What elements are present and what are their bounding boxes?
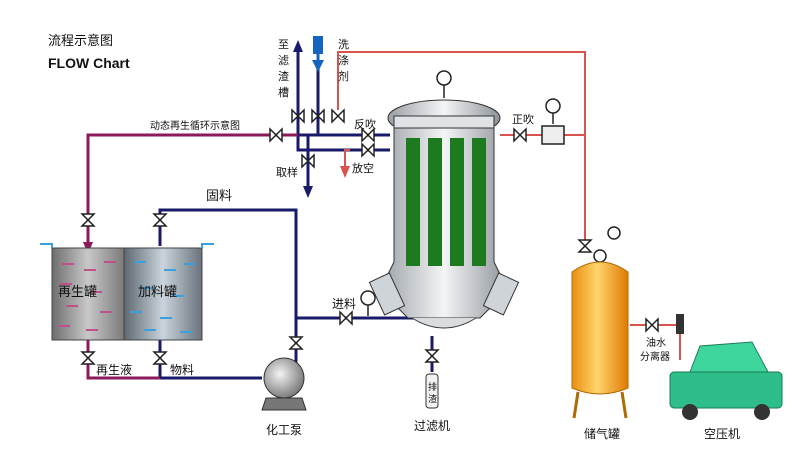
filter-element-4 [472,138,486,266]
svg-text:至: 至 [278,38,289,51]
arrow-vent [340,166,350,178]
svg-text:剂: 剂 [338,69,349,83]
washing-agent-inlet [312,36,324,72]
label-back-blow: 反吹 [354,118,376,131]
label-forward-blow: 正吹 [512,113,534,126]
svg-text:渣: 渣 [278,69,289,83]
regen-tank [51,247,125,341]
label-regen-tank: 再生罐 [58,285,97,300]
tank-rim-left [40,243,53,248]
filter-vessel [368,99,520,409]
title-zh: 流程示意图 [48,33,113,49]
filter-element-2 [428,138,442,266]
label-pump: 化工泵 [266,423,302,437]
title-en: FLOW Chart [48,55,130,71]
pressure-gauges [360,70,621,316]
label-sampling: 取样 [276,165,298,179]
label-air-tank: 储气罐 [584,426,620,441]
filter-element-3 [450,138,464,266]
tank-rim-right [201,243,214,248]
label-oil-water-2: 分离器 [640,350,670,363]
arrow-to-slag-tank [293,40,303,52]
valves [80,108,659,365]
vertical-label-washing-agent: 洗 涤 剂 [338,38,349,83]
label-inlet: 进料 [332,297,356,311]
label-vent: 放空 [352,161,374,175]
label-solid-material: 固料 [206,189,232,204]
discharge-pipe [425,373,439,409]
label-regen-liquid: 再生液 [96,362,132,377]
air-piping [337,51,681,360]
oil-water-separator [676,314,684,334]
filter-element-1 [406,138,420,266]
air-tank [571,261,629,419]
chemical-pump [261,357,307,411]
svg-text:涤: 涤 [338,53,349,67]
label-dynamic-regen: 动态再生循环示意图 [150,119,240,132]
label-filter: 过滤机 [414,419,450,433]
label-discharge-2: 渣 [428,393,437,405]
label-compressor: 空压机 [704,427,740,441]
label-discharge-1: 排 [428,381,437,393]
label-feed-tank: 加料罐 [138,285,177,300]
label-oil-water-1: 油水 [646,336,666,349]
feed-tank [123,247,203,341]
svg-text:槽: 槽 [278,86,289,99]
label-material: 物料 [170,363,194,377]
arrow-sampling [303,186,313,198]
check-valve [541,125,565,145]
svg-text:洗: 洗 [338,38,349,51]
air-compressor [669,341,783,420]
vertical-label-to-slag-tank: 至 滤 渣 槽 [278,38,289,99]
svg-text:滤: 滤 [278,54,289,67]
